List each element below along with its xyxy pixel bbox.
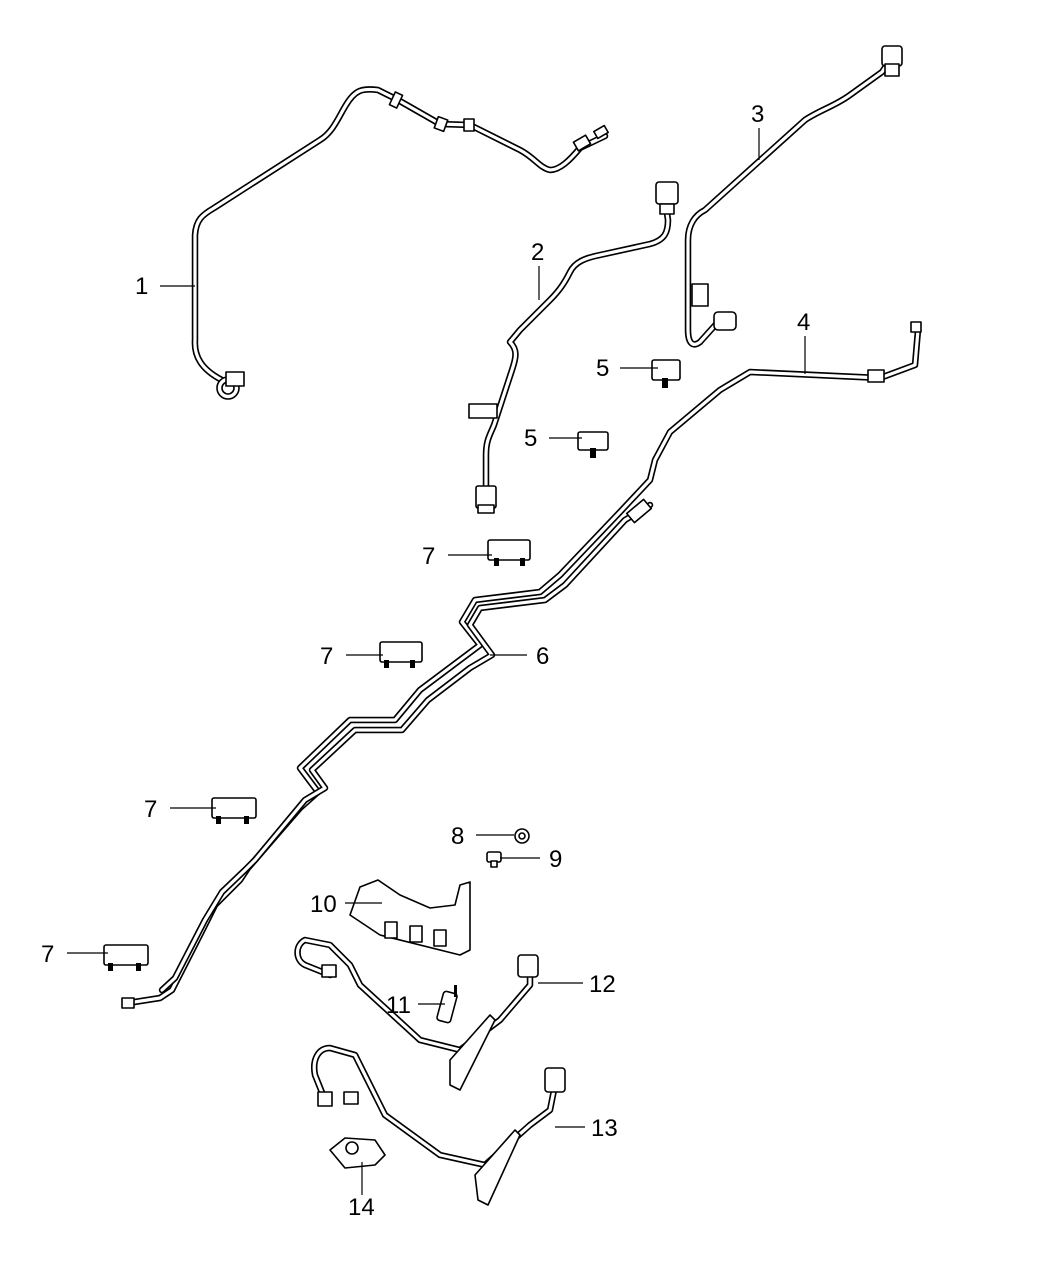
clip-5-lower (577, 431, 609, 458)
callout-11: 11 (386, 992, 411, 1019)
callout-6: 6 (536, 643, 549, 670)
part-14-clamp (329, 1137, 386, 1169)
part-11-fitting (436, 985, 458, 1024)
callout-7-d: 7 (41, 941, 54, 968)
part-13-fuel-tube (311, 1044, 566, 1206)
clip-7-b (379, 641, 423, 668)
callout-7-a: 7 (422, 543, 435, 570)
clip-7-d (103, 944, 149, 971)
callout-8: 8 (451, 823, 464, 850)
clip-5-upper (651, 359, 681, 388)
callout-9: 9 (549, 846, 562, 873)
callout-labels: 1 2 3 4 5 5 6 7 7 7 7 8 9 10 11 12 13 14 (41, 101, 810, 1221)
leader-lines (67, 128, 806, 1195)
part-9-bolt (486, 851, 502, 868)
callout-7-c: 7 (144, 796, 157, 823)
callout-5-upper: 5 (596, 355, 609, 382)
part-1-fuel-tube (191, 86, 609, 400)
callout-13: 13 (591, 1115, 618, 1142)
part-6-main-fuel-tube (121, 321, 922, 1009)
part-3-fuel-tube (684, 45, 903, 348)
part-2-fuel-tube (468, 181, 679, 514)
part-10-bracket (349, 879, 471, 956)
callout-10: 10 (310, 891, 337, 918)
callout-4: 4 (797, 309, 810, 336)
callout-2: 2 (531, 239, 544, 266)
callout-5-lower: 5 (524, 425, 537, 452)
clip-7-c (211, 797, 257, 824)
clip-7-a (487, 539, 531, 566)
part-8-nut (514, 828, 530, 844)
callout-14: 14 (348, 1194, 375, 1221)
callout-3: 3 (751, 101, 764, 128)
part-12-fuel-tube (294, 936, 539, 1091)
callout-7-b: 7 (320, 643, 333, 670)
callout-12: 12 (589, 971, 616, 998)
callout-1: 1 (135, 273, 148, 300)
